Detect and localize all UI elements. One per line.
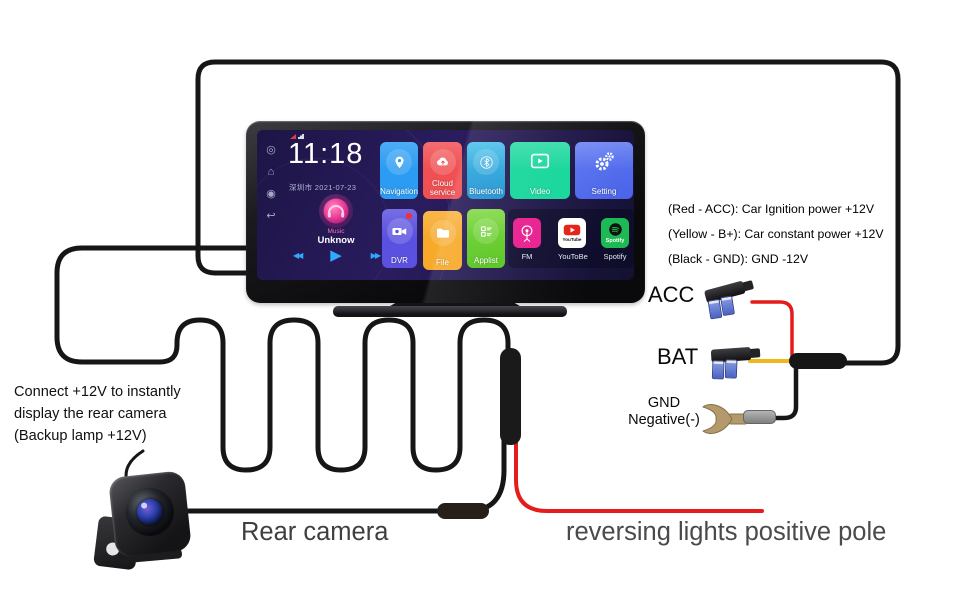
status-bar [290, 133, 304, 139]
power-cable-wire [195, 59, 901, 366]
folder-icon [429, 220, 456, 246]
video-player-icon [529, 150, 551, 177]
app-tile-file[interactable]: File [423, 211, 462, 270]
app-label: Bluetooth [469, 186, 503, 196]
gnd-wire-crimp [743, 410, 776, 424]
note-line: Connect +12V to instantly [14, 384, 181, 400]
camera-lens [123, 485, 177, 539]
rear-camera-note: Connect +12V to instantly display the re… [14, 381, 181, 447]
next-track-button[interactable]: ▶▶ [370, 250, 381, 260]
acc-label: ACC [648, 282, 695, 307]
app-tile-cloud-service[interactable]: Cloud service [423, 142, 462, 199]
gnd-negative-label: Negative(-) [628, 412, 700, 428]
bat-fuse-tap [707, 344, 766, 390]
gnd-label-block: GND Negative(-) [606, 395, 722, 429]
app-label: FM [521, 252, 533, 261]
app-label: File [436, 257, 449, 267]
fuse-tap-crimp [742, 280, 755, 292]
note-line: display the rear camera [14, 406, 167, 422]
camcorder-icon [386, 218, 413, 244]
app-tile-fm[interactable] [513, 218, 541, 248]
device-base-plate [333, 306, 567, 317]
reversing-red-wire [514, 436, 764, 513]
app-tile-youtube[interactable]: YouTube [558, 218, 586, 248]
cable-splitter-sleeve [500, 348, 521, 445]
app-label: Cloud service [429, 179, 456, 197]
app-tile-dvr[interactable]: DVR [382, 209, 417, 268]
bluetooth-icon [473, 149, 499, 175]
wire-legend-black: (Black - GND): GND -12V [668, 252, 809, 266]
bat-label: BAT [657, 344, 699, 369]
recording-dot [406, 213, 412, 219]
record-icon[interactable]: ◉ [266, 188, 276, 200]
spotify-logo-icon [608, 223, 622, 236]
cloud-upload-icon [429, 149, 456, 175]
acc-red-wire [750, 300, 794, 359]
youtube-play-icon [563, 225, 581, 236]
record-status-icon [290, 134, 296, 139]
location-pin-icon [386, 149, 412, 175]
note-line: (Backup lamp +12V) [14, 428, 147, 444]
gnd-label: GND [647, 395, 681, 411]
app-label: Video [529, 186, 551, 196]
radio-broadcast-icon [521, 225, 533, 242]
app-tile-navigation[interactable]: Navigation [380, 142, 418, 199]
album-art [317, 192, 355, 230]
app-label: DVR [391, 255, 408, 265]
app-tile-applist[interactable]: Applist [467, 209, 505, 268]
app-tile-video[interactable]: Video [510, 142, 570, 199]
app-label: Setting [591, 186, 617, 196]
mini-blade-fuse [711, 360, 725, 380]
wire-legend-red: (Red - ACC): Car Ignition power +12V [668, 202, 875, 216]
app-tile-bluetooth[interactable]: Bluetooth [467, 142, 505, 199]
mini-blade-fuse [724, 359, 738, 379]
rear-camera-label: Rear camera [241, 518, 389, 546]
screen-sidebar: ◎ ⌂ ◉ ↩ [260, 144, 282, 223]
youtube-wordmark: YouTube [562, 236, 582, 242]
music-section-label: Music [327, 228, 345, 235]
shortcut-panel: FM YouTube YouToBe Spotify Spo [508, 209, 634, 268]
signal-icon [298, 134, 304, 139]
app-label: Spotify [603, 252, 627, 261]
app-label: Applist [473, 255, 498, 265]
device-screen: ◎ ⌂ ◉ ↩ 11:18 深圳市 2021-07-23 [257, 130, 634, 280]
app-tile-spotify[interactable]: Spotify [601, 218, 629, 248]
power-junction-sleeve [789, 353, 847, 369]
play-button[interactable]: ▶ [330, 247, 342, 264]
mini-blade-fuse [720, 295, 735, 317]
clock-city: 深圳市 [289, 183, 313, 192]
clock-date: 深圳市 2021-07-23 [289, 182, 356, 193]
spotify-wordmark: Spotify [605, 237, 625, 244]
clock-date-value: 2021-07-23 [314, 183, 357, 192]
clock-time: 11:18 [288, 138, 364, 170]
music-track-title: Unknow [317, 235, 355, 246]
app-label: Navigation [380, 186, 418, 196]
fuse-tap-crimp [749, 348, 761, 358]
dashcam-device: ◎ ⌂ ◉ ↩ 11:18 深圳市 2021-07-23 [246, 121, 645, 303]
app-grid-icon [473, 218, 499, 244]
inline-connector [437, 503, 489, 519]
app-tile-setting[interactable]: Setting [575, 142, 633, 199]
playback-controls: ◀◀ ▶ ▶▶ [293, 246, 381, 264]
wire-legend-yellow: (Yellow - B+): Car constant power +12V [668, 227, 884, 241]
webcam-icon[interactable]: ◎ [266, 144, 276, 156]
gears-icon [592, 150, 616, 179]
previous-track-button[interactable]: ◀◀ [293, 250, 303, 260]
gnd-black-wire [749, 364, 799, 421]
camera-cable-wire [54, 245, 511, 473]
home-icon[interactable]: ⌂ [267, 166, 275, 178]
reversing-lights-label: reversing lights positive pole [566, 518, 887, 546]
back-icon[interactable]: ↩ [266, 210, 276, 222]
camera-feed-wire [183, 437, 507, 514]
app-label: YouToBe [558, 252, 588, 261]
rear-camera [108, 470, 192, 558]
